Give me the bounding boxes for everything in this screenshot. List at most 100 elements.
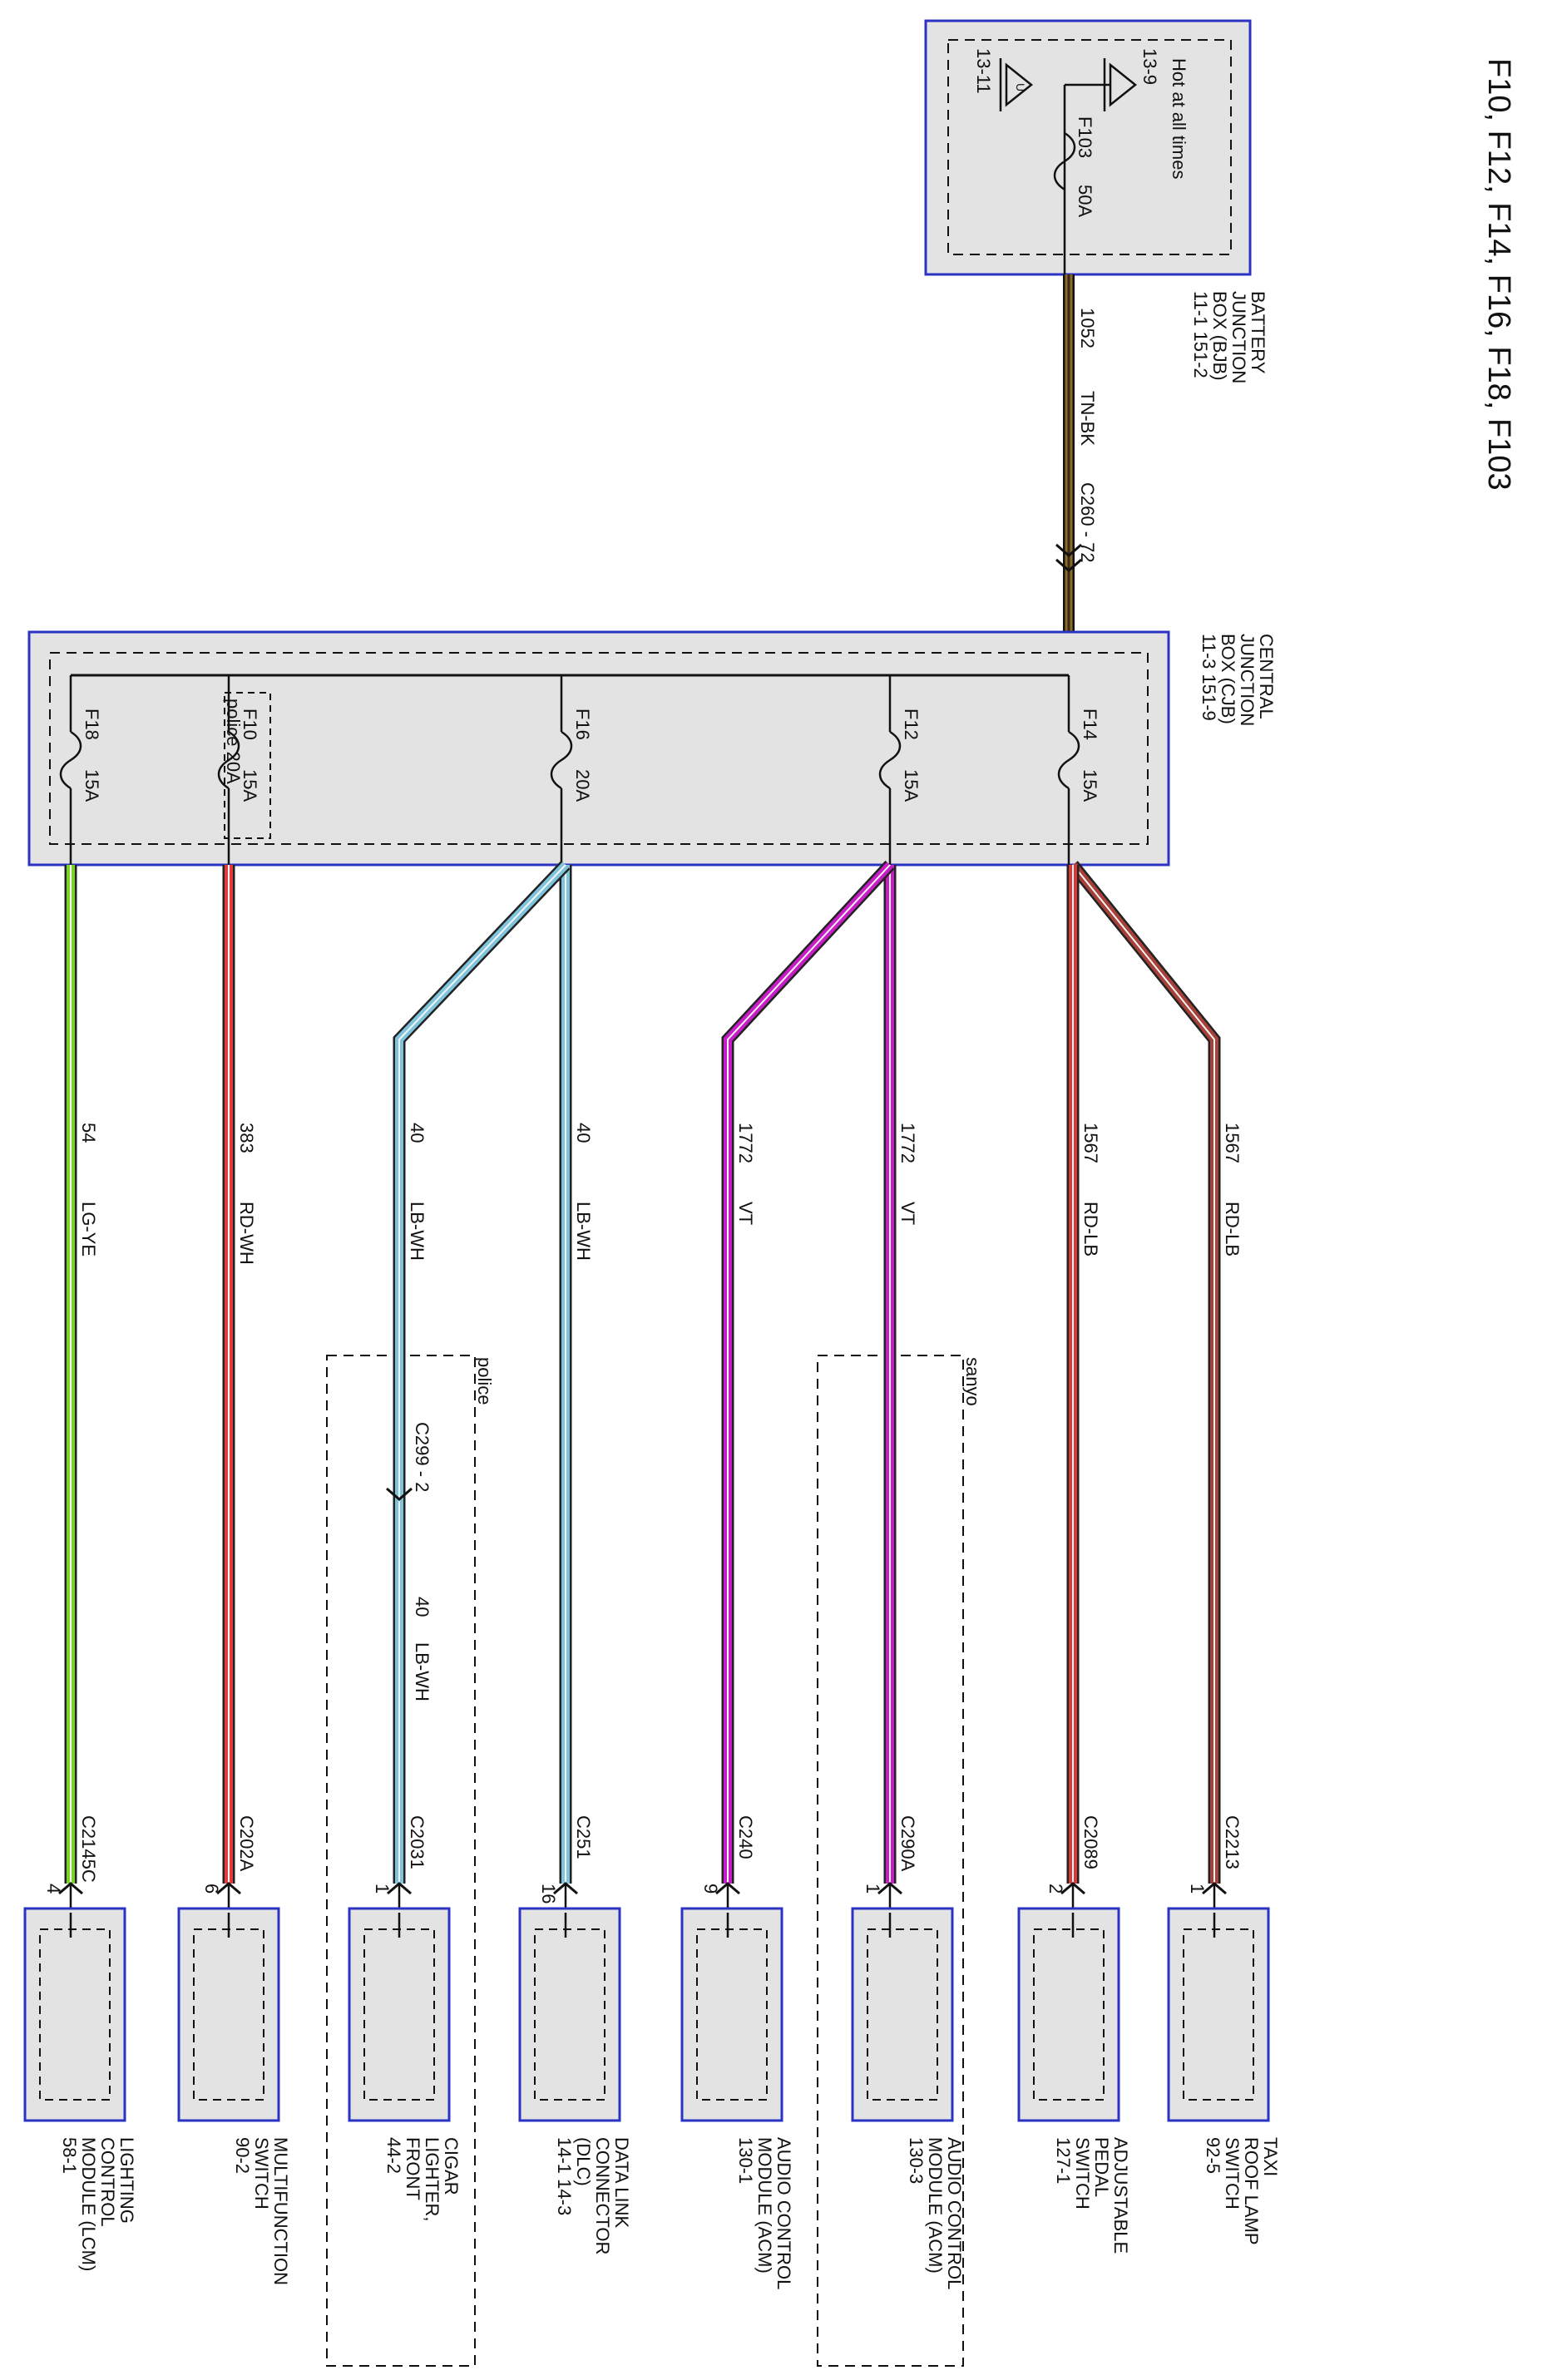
wire-color-label: VT (897, 1202, 918, 1225)
fuse-f16-icon (550, 730, 573, 790)
inline-connector-color: LB-WH (412, 1642, 432, 1701)
component-outline (177, 1907, 280, 2122)
page-title: F10, F12, F14, F16, F18, F103 (1481, 58, 1516, 491)
bjb-caption: BATTERY JUNCTION BOX (BJB) 11-1 151-2 (1190, 291, 1268, 383)
wire-color-label: LB-WH (407, 1202, 428, 1261)
component-inner-dashed (1033, 1928, 1105, 2101)
component-outline (851, 1907, 954, 2122)
fuse-f18-icon (59, 730, 82, 790)
wire-color-label: LG-YE (78, 1202, 99, 1257)
component-inner-dashed (1183, 1928, 1254, 2101)
component-label-line: MODULE (ACM) (925, 2137, 946, 2274)
wire-pin-label: 2 (1045, 1884, 1066, 1894)
feed-circuit: 1052 (1077, 308, 1098, 348)
bjb-outline (924, 19, 1252, 276)
bjb-ground-ref-right: 13-9 (1139, 48, 1160, 85)
component-inner-dashed (696, 1928, 768, 2101)
component-label-line: 90-2 (232, 2137, 253, 2174)
bjb-caption-line-4: 11-1 151-2 (1190, 291, 1211, 378)
component-outline (1017, 1907, 1120, 2122)
wire-connector-label: C240 (735, 1815, 756, 1859)
wire-circuit-label: 54 (78, 1123, 99, 1143)
cjb-outline (27, 630, 1170, 867)
wire-circuit-label: 40 (573, 1123, 594, 1143)
wire-color-label: RD-WH (236, 1202, 257, 1265)
fuse-alt-rating: police 20A (223, 699, 244, 784)
f10-police-dashed (224, 692, 271, 839)
ground-triangle-left-icon (1005, 62, 1034, 107)
inline-connector-circuit: 40 (412, 1597, 432, 1617)
component-label-line: AUDIO CONTROL (944, 2137, 965, 2289)
fuse-f12-icon (878, 730, 902, 790)
component-inner-dashed (867, 1928, 938, 2101)
fuse-rating: 20A (572, 769, 593, 802)
wire-pin-label: 4 (43, 1884, 64, 1894)
component-inner-dashed (534, 1928, 605, 2101)
wire-circuit-label: 1567 (1222, 1123, 1243, 1163)
cjb-caption-line-1: CENTRAL (1256, 634, 1277, 719)
fuse-f10-icon (217, 730, 240, 790)
ground-arrow-left-text: U (1014, 83, 1027, 91)
component-inner-dashed (39, 1928, 111, 2101)
component-outline (518, 1907, 621, 2122)
wire-color-label: VT (735, 1202, 756, 1225)
wire-pin-label: 6 (201, 1884, 222, 1894)
component-label-line: ADJUSTABLE (1110, 2137, 1131, 2254)
component-label-line: (DLC) (573, 2137, 594, 2186)
fuse-name: F12 (901, 709, 922, 740)
wire-pin-label: 1 (372, 1884, 393, 1894)
component-label-line: 14-1 14-3 (554, 2137, 575, 2215)
fuse-f103-icon (1053, 131, 1076, 191)
component-outline (1167, 1907, 1270, 2122)
component-label-line: 130-3 (906, 2137, 927, 2184)
fuse-name: F14 (1080, 709, 1100, 740)
component-label-line: LIGHTING (116, 2137, 137, 2224)
component-label-line: MULTIFUNCTION (270, 2137, 291, 2285)
bjb-ground-ref-left: 13-11 (973, 48, 994, 94)
sanyo-group-label: sanyo (962, 1357, 983, 1406)
feed-connector: C260 - 72 (1077, 482, 1098, 563)
wire-connector-label: C2089 (1080, 1815, 1101, 1869)
battery-junction-box: U 13-11 13-9 Hot at all times F103 50A B… (924, 19, 1268, 383)
fuse-rating: 15A (901, 769, 922, 802)
cjb-caption-line-3: BOX (CJB) (1218, 634, 1238, 724)
police-group-label: police (474, 1357, 495, 1405)
wire-color-label: RD-LB (1222, 1202, 1243, 1257)
component-outline (348, 1907, 451, 2122)
bjb-hot-label: Hot at all times (1169, 58, 1189, 180)
fuse-f14-icon (1057, 730, 1080, 790)
bjb-caption-line-2: JUNCTION (1228, 291, 1249, 383)
bjb-inner-dashed (947, 39, 1232, 255)
fuse-f103-rating: 50A (1075, 185, 1095, 217)
fuse-name: F10 (240, 709, 260, 740)
wire-pin-label: 1 (1187, 1884, 1208, 1894)
wire-circuit-label: 1567 (1080, 1123, 1101, 1163)
wire-pin-label: 1 (862, 1884, 883, 1894)
wire-circuit-label: 1772 (735, 1123, 756, 1163)
fuse-name: F18 (82, 709, 102, 740)
bjb-caption-line-3: BOX (BJB) (1209, 291, 1230, 381)
wire-connector-label: C290A (897, 1815, 918, 1872)
component-label-line: PEDAL (1091, 2137, 1112, 2197)
inline-connector-c299: C299 - 2 40 LB-WH (386, 1422, 432, 1701)
wire-connector-label: C2213 (1222, 1815, 1243, 1869)
feed-color: TN-BK (1077, 391, 1098, 446)
component-label-line: DATA LINK (611, 2137, 632, 2229)
connector-c299-icon (386, 1487, 413, 1501)
wire-color-label: RD-LB (1080, 1202, 1101, 1257)
